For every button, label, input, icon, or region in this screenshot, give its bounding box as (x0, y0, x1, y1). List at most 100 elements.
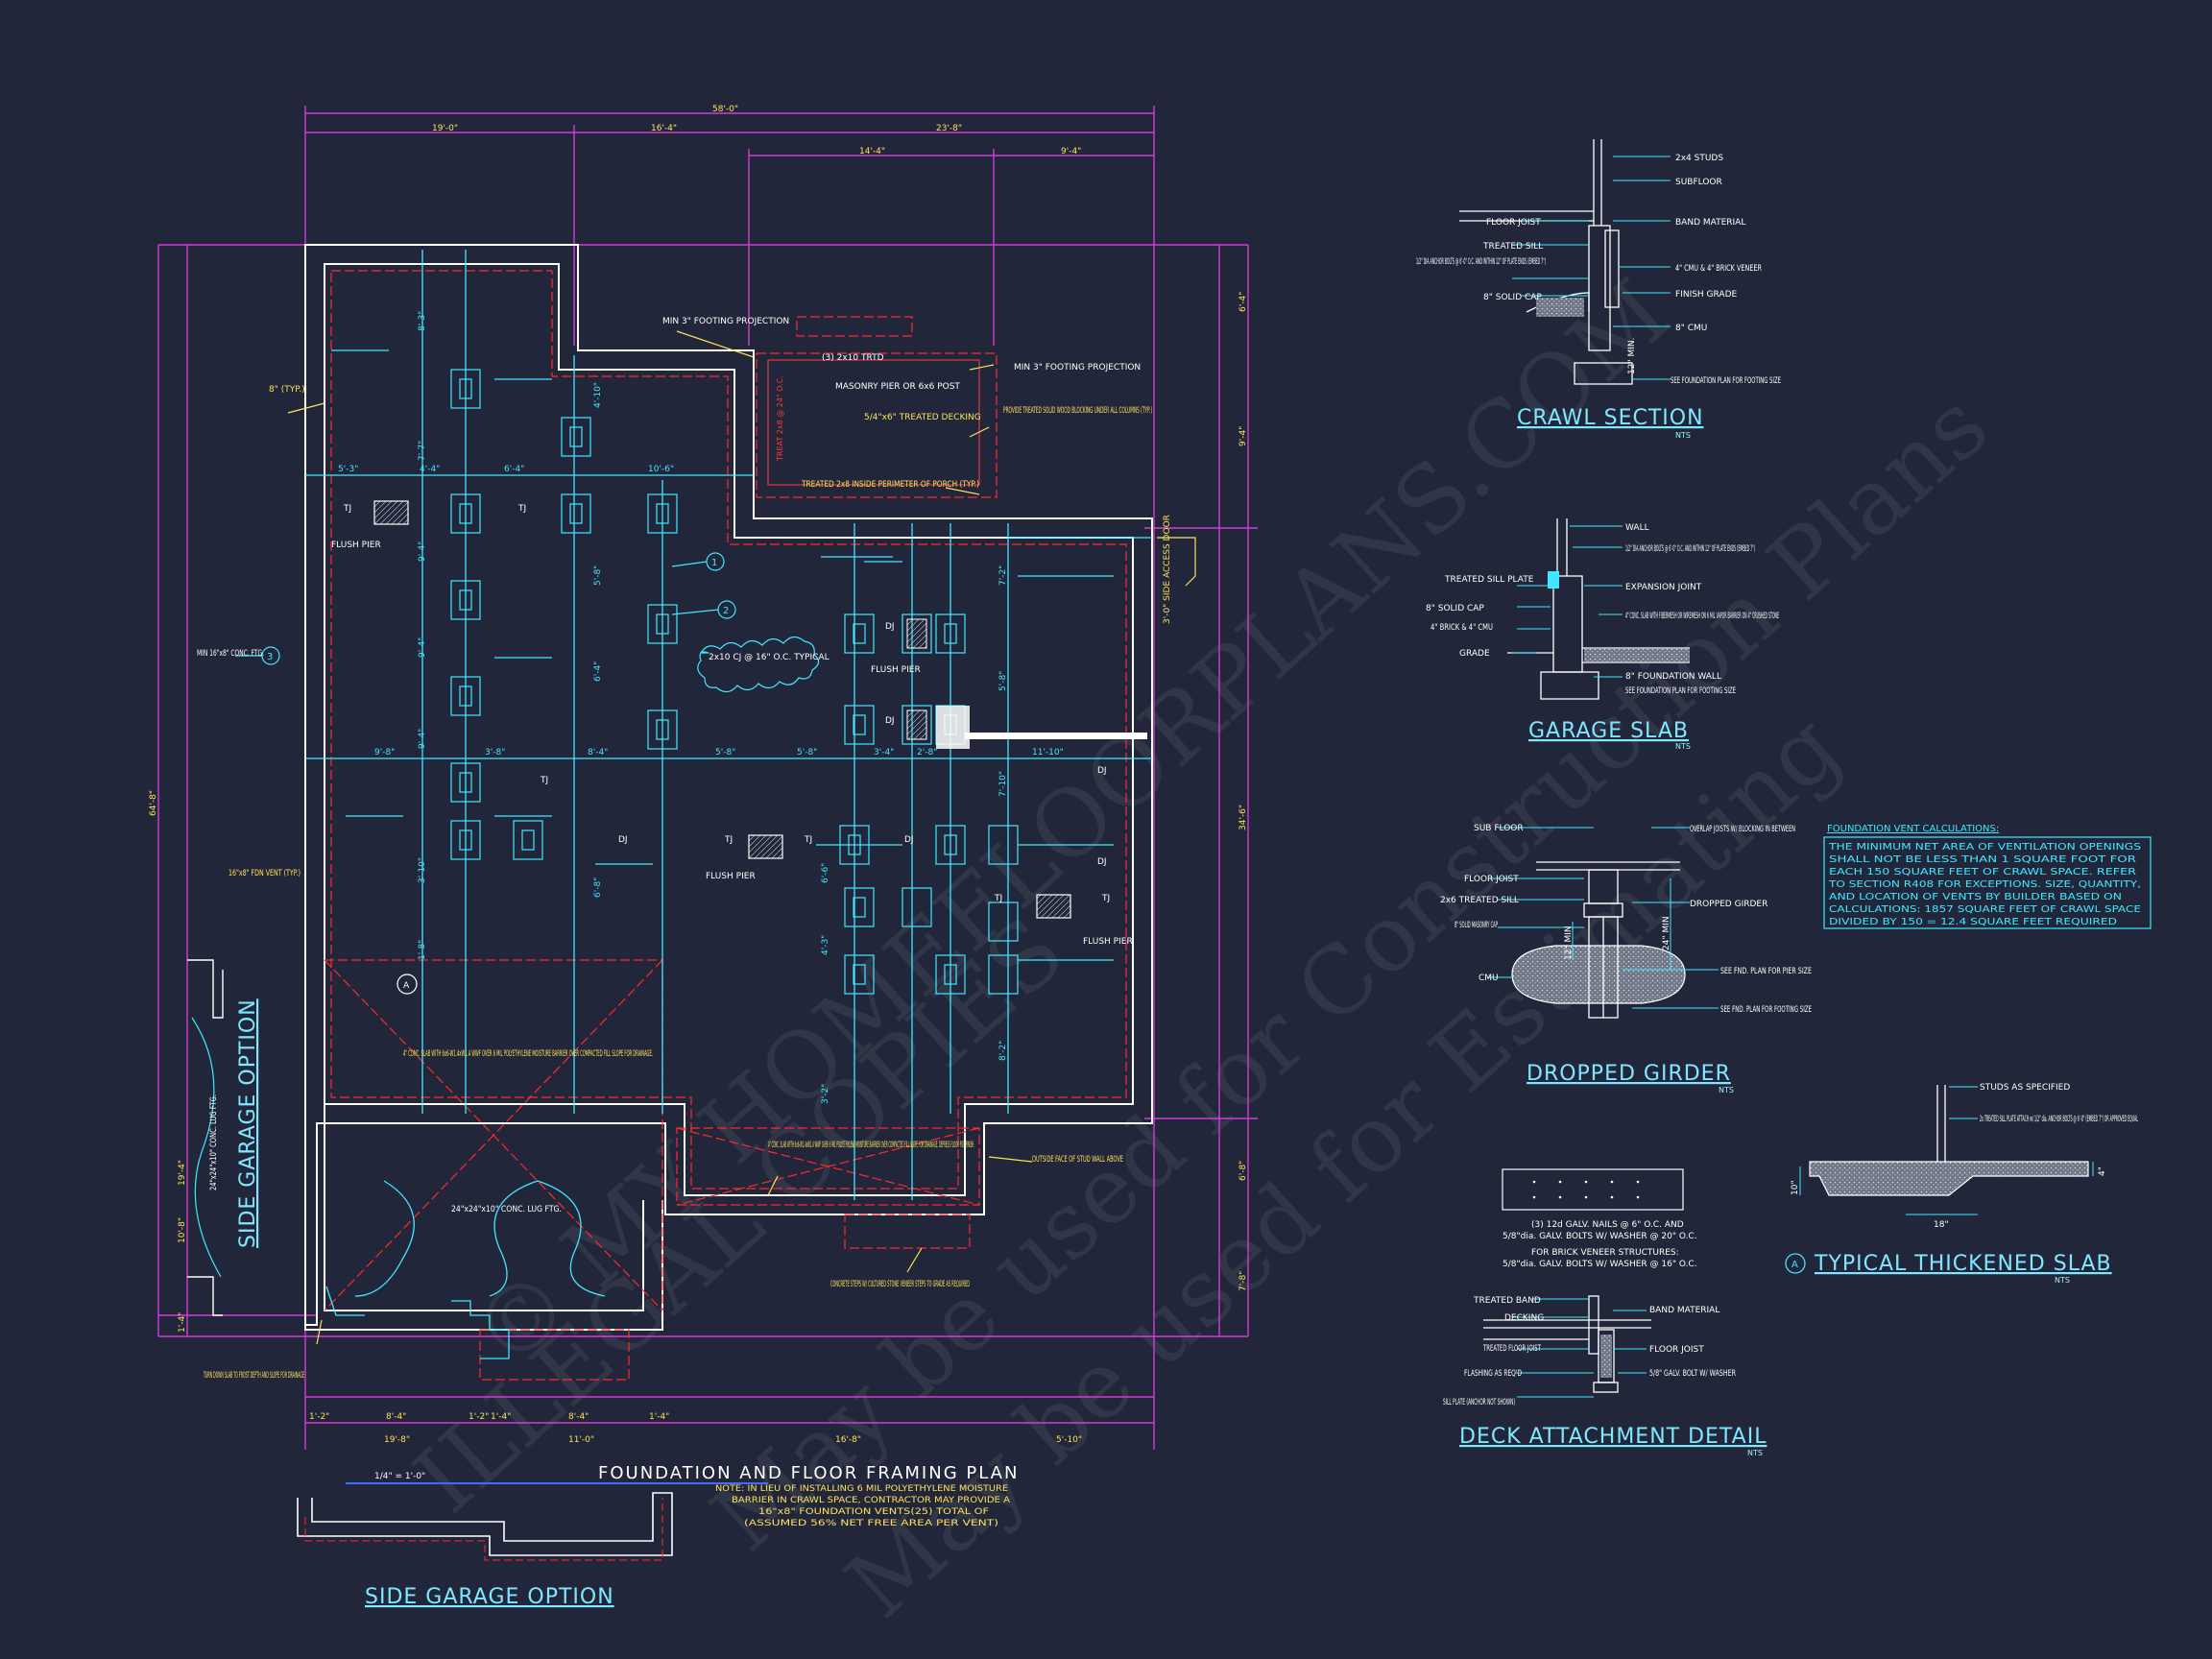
thick-slab-marker (1785, 1253, 1806, 1274)
vent-calc-line: AND LOCATION OF VENTS BY BUILDER BASED O… (1829, 892, 2122, 902)
dim-vert-18: 1'-8" (418, 940, 427, 960)
dim-vert-1: 8'-3" (418, 311, 427, 331)
dim-right-5: 7'-8" (1238, 1271, 1248, 1291)
dim-left-overall: 64'-8" (149, 790, 158, 816)
deck-nailing-line: 5/8"dia. GALV. BOLTS W/ WASHER @ 16" O.C… (1503, 1260, 1697, 1269)
min-conc-label: MIN 16"x8" CONC. FTG. (197, 649, 264, 659)
dim-vert-12: 5'-8" (998, 671, 1008, 691)
dim-vert-2: 7'-7" (418, 441, 427, 461)
decking-label: 5/4"x6" TREATED DECKING (864, 413, 981, 422)
dim-vert-11: 7'-2" (998, 565, 1008, 586)
lug-ftg-label: 24"x24"x10" CONC. LUG FTG. (451, 1205, 562, 1214)
dim-bottom-8: 11'-0" (568, 1435, 594, 1445)
typ-8-label: 8" (TYP.) (269, 385, 305, 395)
dim-top-2: 16'-4" (651, 124, 677, 133)
garage-slab-label: TREATED SILL PLATE (1444, 575, 1534, 585)
deck-nailing-line: (3) 12d GALV. NAILS @ 6" O.C. AND (1531, 1220, 1684, 1230)
crawl-section-title: CRAWL SECTION (1517, 406, 1704, 430)
girder-label: OVERLAP JOISTS W/ BLOCKING IN BETWEEN (1690, 825, 1795, 834)
joist-labels: TJ TJ TJ TJ TJ TJ TJ DJ DJ DJ DJ DJ DJ (343, 504, 1110, 903)
crawl-label: BAND MATERIAL (1675, 218, 1745, 228)
foundation-plan-title: FOUNDATION AND FLOOR FRAMING PLAN (598, 1463, 1019, 1483)
girder-label: 2x6 TREATED SILL (1440, 896, 1519, 905)
dj-label: DJ (904, 835, 914, 845)
garage-slab-label: WALL (1625, 523, 1649, 533)
crawl-label: SEE FOUNDATION PLAN FOR FOOTING SIZE (1671, 376, 1781, 386)
dim-bottom-7: 19'-8" (384, 1435, 410, 1445)
thick-slab-dim: 4" (2098, 1166, 2107, 1176)
plan-note: NOTE: IN LIEU OF INSTALLING 6 MIL POLYET… (715, 1484, 1011, 1528)
garage-slab-label: GRADE (1459, 649, 1490, 659)
plan-note-line: (ASSUMED 56% NET FREE AREA PER VENT) (744, 1519, 998, 1528)
crawl-label: SUBFLOOR (1675, 178, 1722, 187)
dim-vert-17: 3'-2" (821, 1084, 830, 1104)
plan-note-line: NOTE: IN LIEU OF INSTALLING 6 MIL POLYET… (715, 1484, 1008, 1494)
tj-label: TJ (517, 504, 526, 514)
dj-label: DJ (1097, 857, 1107, 867)
dim-row1-4: 10'-6" (648, 465, 674, 474)
dim-row2-1: 9'-8" (374, 748, 395, 757)
fdn-vent-label: 16"x8" FDN VENT (TYP.) (228, 869, 301, 878)
dim-vert-10: 6'-8" (593, 878, 603, 898)
garage-slab-label: 4" CONC. SLAB WITH 6x6-W1.4xW1.4 WWF OVE… (403, 1049, 653, 1059)
dimension-texts: 58'-0" 19'-0" 16'-4" 23'-8" 14'-4" 9'-4"… (149, 105, 1248, 1445)
garage-slab-label: 8" FOUNDATION WALL (1625, 672, 1721, 682)
deck-label: 5/8" GALV. BOLT W/ WASHER (1649, 1369, 1736, 1379)
dim-vert-5: 9'-4" (418, 729, 427, 749)
dim-bottom-6: 1'-4" (649, 1412, 669, 1422)
vent-calc-line: CALCULATIONS: 1857 SQUARE FEET OF CRAWL … (1829, 904, 2141, 915)
min-footing-label-2: MIN 3" FOOTING PROJECTION (1014, 363, 1141, 373)
deck-attachment-nts: NTS (1747, 1449, 1763, 1457)
girder-label: 8" SOLID MASONRY CAP (1455, 921, 1498, 930)
dim-bottom-1: 1'-2" (309, 1412, 329, 1422)
vent-calculations: FOUNDATION VENT CALCULATIONS: THE MINIMU… (1823, 824, 2152, 929)
dim-vert-3: 9'-4" (418, 541, 427, 562)
dimension-lines (157, 106, 1258, 1450)
dim-row2-8: 11'-10" (1032, 748, 1064, 757)
side-garage-vertical-title: SIDE GARAGE OPTION (236, 998, 260, 1248)
flush-pier-label: FLUSH PIER (706, 872, 756, 881)
leaders (287, 330, 1196, 1345)
ref-3-text: 3 (267, 652, 273, 662)
side-garage-vertical: SIDE GARAGE OPTION 24"x24"x10" CONC. LUG… (187, 959, 260, 1316)
garage-slab-label: EXPANSION JOINT (1625, 583, 1702, 592)
blocking-label: PROVIDE TREATED SOLID WOOD BLOCKING UNDE… (1003, 406, 1152, 416)
dim-row2-7: 2'-8" (917, 748, 937, 757)
deck-nailing-line: FOR BRICK VENEER STRUCTURES: (1531, 1248, 1679, 1258)
crawl-section-detail: 2x4 STUDS SUBFLOOR BAND MATERIAL 4" CMU … (1416, 139, 1781, 440)
garage-lug-curves (325, 1180, 606, 1359)
dim-right-1: 6'-4" (1238, 292, 1248, 312)
dim-left-2: 10'-8" (178, 1217, 187, 1243)
masonry-pier-label: MASONRY PIER OR 6x6 POST (835, 382, 960, 392)
dim-vert-13: 7'-10" (998, 771, 1008, 797)
dim-vert-15: 4'-3" (821, 935, 830, 955)
reference-bubbles (235, 552, 736, 995)
dim-top-5: 9'-4" (1061, 147, 1081, 156)
deck-label: DECKING (1504, 1313, 1544, 1323)
crawl-label: 8" CMU (1675, 324, 1707, 333)
dj-label: DJ (618, 835, 628, 845)
flush-pier-label: FLUSH PIER (871, 665, 921, 675)
foundation-plan: 1 2 3 A 58'-0" 19'-0" 16'-4" 23'-8" 14'-… (149, 105, 1258, 1528)
garage-slab-label: 4" BRICK & 4" CMU (1431, 623, 1493, 633)
dim-bottom-10: 5'-10" (1056, 1435, 1082, 1445)
flush-pier-label: FLUSH PIER (1083, 937, 1133, 947)
red-note-label: TREAT 2x8 @ 24" O.C. (776, 375, 784, 462)
deck-nailing-line: 5/8"dia. GALV. BOLTS W/ WASHER @ 20" O.C… (1503, 1232, 1697, 1241)
thick-slab-marker-text: A (1791, 1260, 1798, 1270)
girder-label: DROPPED GIRDER (1690, 900, 1767, 909)
outside-face-label: OUTSIDE FACE OF STUD WALL ABOVE (1032, 1155, 1123, 1165)
dim-row2-4: 5'-8" (715, 748, 735, 757)
deck-label: TREATED FLOOR JOIST (1482, 1344, 1541, 1354)
side-garage-option: SIDE GARAGE OPTION (297, 1492, 673, 1609)
dim-top-4: 14'-4" (859, 147, 885, 156)
dj-label: DJ (1097, 766, 1107, 776)
section-a-text: A (403, 981, 410, 991)
joist-cloud (697, 636, 820, 693)
vent-calc-line: TO SECTION R408 FOR EXCEPTIONS. SIZE, QU… (1828, 879, 2141, 890)
dim-vert-4: 9'-4" (418, 637, 427, 658)
vent-calc-line: SHALL NOT BE LESS THAN 1 SQUARE FOOT FOR (1829, 854, 2136, 865)
trtd-label: (3) 2x10 TRTD (822, 353, 884, 363)
thickened-slab-detail: STUDS AS SPECIFIED 2x TREATED SILL PLATE… (1785, 1083, 2138, 1285)
thick-slab-label: STUDS AS SPECIFIED (1980, 1083, 2070, 1093)
